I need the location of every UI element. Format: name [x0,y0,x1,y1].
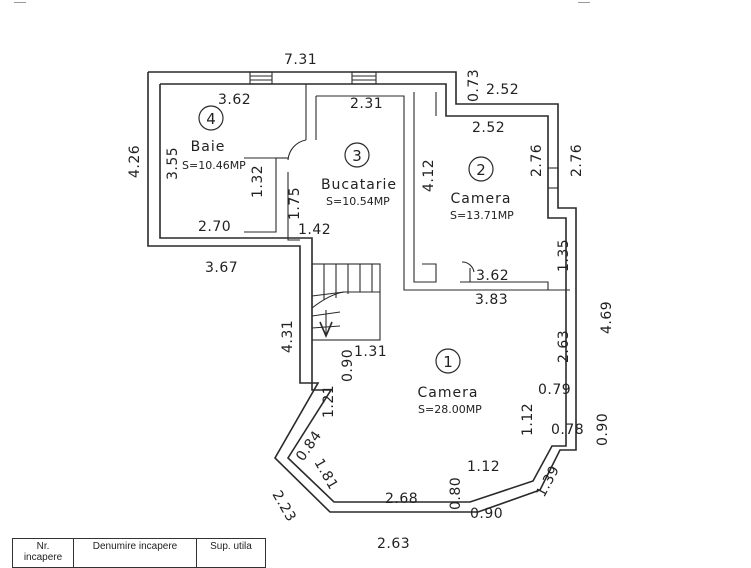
dim-camera2-inner: 2.52 [472,120,505,136]
legend-col-area: Sup. utila [196,538,266,568]
room-1-number: 1 [443,353,453,371]
dim-bay-112-vertical: 1.12 [520,403,536,436]
room-3-name: Bucatarie [321,177,397,193]
room-2-number: 2 [476,161,486,179]
dim-camera2-right-outer: 2.76 [569,144,585,177]
dim-bay-112-horizontal: 1.12 [467,459,500,475]
dim-bay-181: 1.81 [311,456,341,493]
dim-step-vertical: 0.73 [466,69,482,102]
room-4-number: 4 [206,110,216,128]
dim-camera2-right-inner: 2.76 [529,144,545,177]
dim-right-outer-height: 4.69 [599,301,615,334]
legend-col-number: Nr. incapere [12,538,74,568]
window-marks [249,71,559,189]
dim-bay-121: 1.21 [321,385,337,418]
dim-baie-inner-height: 3.55 [165,147,181,180]
dim-camera2-outer: 2.52 [486,82,519,98]
stair-treads [311,264,380,329]
room-3-area: S=10.54MP [326,195,390,208]
dim-kitchen-width: 2.31 [350,96,383,112]
dim-bay-079: 0.79 [538,382,571,398]
dim-bottom-total: 2.63 [377,536,410,552]
dim-left-height: 4.26 [127,145,143,178]
dim-camera2-bottom-inner: 3.62 [476,268,509,284]
dim-kitchen-bottom: 1.42 [298,222,331,238]
room-2-area: S=13.71MP [450,209,514,222]
room-4-circle [198,105,224,131]
dim-bottom-090: 0.90 [470,506,503,522]
legend-col-name: Denumire incapere [73,538,197,568]
diagonal-dimension-labels: 0.84 1.81 1.39 2.23 [269,428,564,525]
dim-camera2-lower-right: 1.35 [556,239,572,272]
dim-bottom-268: 2.68 [385,491,418,507]
dim-baie-notch: 1.32 [250,165,266,198]
dim-camera1-top: 3.83 [475,292,508,308]
crop-mark-right [578,2,590,9]
dim-right-090: 0.90 [595,413,611,446]
room-1-circle [435,348,461,374]
legend-table: Nr. incapere Denumire incapere Sup. util… [12,538,266,568]
kitchen-door-arc [287,139,307,161]
dim-small-131: 1.31 [354,344,387,360]
room-4-area: S=10.46MP [182,159,246,172]
room-1-name: Camera [418,385,479,401]
room-2-name: Camera [451,191,512,207]
dim-bottom-080: 0.80 [448,477,464,510]
room-1-area: S=28.00MP [418,403,482,416]
dim-baie-width: 3.62 [218,92,251,108]
dim-bay-223: 2.23 [269,488,299,525]
dim-baie-bottom: 2.70 [198,219,231,235]
room-2-circle [468,156,494,182]
crop-mark-left [14,2,26,9]
camera2-door-arc [461,261,475,273]
dim-bay-078: 0.78 [551,422,584,438]
room-3-number: 3 [352,147,362,165]
dim-small-090: 0.90 [340,349,356,382]
dim-outer-bottom-left: 3.67 [205,260,238,276]
room-4-name: Baie [191,139,226,155]
dim-kitchen-left: 1.75 [287,187,303,220]
dim-camera1-right: 2.63 [556,330,572,363]
vertical-dimension-labels: 0.73 4.26 3.55 1.32 1.75 4.12 2.76 2.76 … [127,69,615,510]
room-3-circle [344,142,370,168]
dim-camera2-left: 4.12 [421,159,437,192]
dimension-labels: 7.31 3.62 2.31 2.52 2.52 2.70 1.42 3.67 … [198,52,584,552]
dim-top-total: 7.31 [284,52,317,68]
stair-arrow-icon [319,310,333,339]
dim-bay-139: 1.39 [533,463,563,500]
interior-walls [244,84,570,341]
dim-stair-height: 4.31 [280,320,296,353]
